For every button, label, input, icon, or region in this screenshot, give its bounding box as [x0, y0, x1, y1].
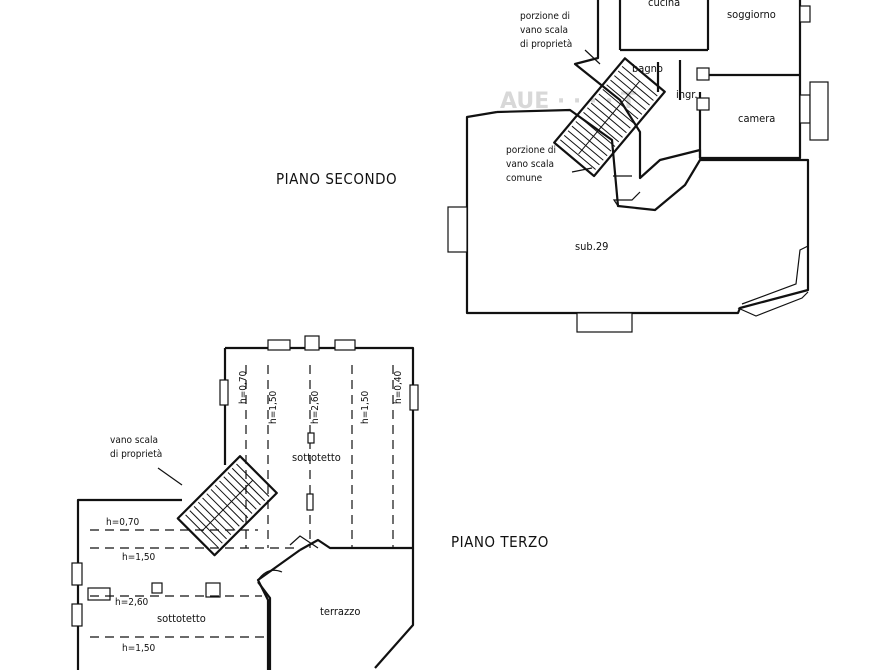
- dormer-left: [87, 587, 111, 601]
- note-stair-line1: vano scala: [110, 435, 158, 446]
- window-left-2: [71, 603, 83, 627]
- stair-tread: [610, 79, 647, 111]
- balcony-bedroom: [809, 81, 829, 141]
- note-private-stair-line2: vano scala: [520, 25, 568, 36]
- height-label-150-v2: h=1,50: [360, 390, 371, 424]
- second-floor-plan: AUE · · · · T PIANO SECONDO cuci: [276, 0, 829, 333]
- stair-tread: [567, 130, 604, 161]
- note-private-stair-line3: di proprietà: [520, 38, 572, 50]
- stair-tread: [223, 476, 257, 510]
- height-label-070-h: h=0,70: [106, 517, 140, 528]
- stair-tread: [210, 489, 244, 523]
- room-label-terrace: terrazzo: [320, 605, 360, 618]
- window-left-1: [71, 562, 83, 586]
- column-left-2: [205, 582, 221, 598]
- note-private-stair-line1: porzione di: [520, 11, 570, 22]
- stair-tread: [575, 121, 612, 152]
- stair-tread: [579, 116, 616, 147]
- stair-landing: [612, 191, 641, 207]
- stair-tread: [571, 125, 608, 157]
- height-label-070-v: h=0,70: [238, 370, 249, 404]
- second-floor-title: PIANO SECONDO: [276, 170, 397, 188]
- height-label-150-v1: h=1,50: [268, 390, 279, 424]
- window-attic-top-1: [267, 339, 291, 351]
- window-attic-top-3: [334, 339, 356, 351]
- stair-tread: [594, 98, 631, 129]
- window-bedroom-1: [799, 94, 811, 124]
- third-floor-staircase: [176, 455, 278, 557]
- window-bottom-sub29: [576, 312, 633, 333]
- stair-tread: [227, 472, 261, 506]
- bay-window-sub29: [737, 291, 809, 317]
- height-label-260-h: h=2,60: [115, 597, 149, 608]
- second-floor-staircase: [553, 57, 666, 178]
- stair-tread: [189, 510, 223, 544]
- stair-tread: [606, 84, 643, 115]
- third-floor-title: PIANO TERZO: [451, 533, 549, 551]
- note-common-stair-line3: comune: [506, 173, 543, 184]
- stair-tread: [206, 493, 240, 527]
- window-attic-top-2: [304, 335, 320, 351]
- room-label-bath: bagno: [632, 62, 663, 75]
- attic-right-outline: [225, 346, 415, 551]
- stair-tread: [236, 463, 270, 497]
- apartment-outline: [573, 0, 802, 180]
- column-entry-2: [696, 97, 710, 111]
- stair-tread: [563, 134, 600, 166]
- room-label-sub29: sub.29: [575, 240, 608, 253]
- note-stair-line2: di proprietà: [110, 448, 162, 460]
- sub29-outline: [465, 108, 810, 315]
- door-swing-attic: [257, 569, 283, 581]
- height-label-150-h2: h=1,50: [122, 643, 156, 654]
- stair-tread: [197, 501, 232, 536]
- window-attic-left: [219, 379, 229, 406]
- door-swing-terrace: [289, 535, 319, 549]
- stair-tread: [231, 467, 266, 502]
- window-attic-right: [409, 384, 419, 411]
- column-entry: [696, 67, 710, 81]
- room-label-bedroom: camera: [738, 112, 775, 125]
- column-left-1: [151, 582, 163, 594]
- stair-tread: [583, 111, 620, 143]
- stair-tread: [617, 70, 654, 101]
- note-common-stair-line1: porzione di: [506, 145, 556, 156]
- leader-stair: [157, 467, 183, 486]
- height-label-040-v: h=0,40: [393, 370, 404, 404]
- terrace-right-wall: [374, 548, 415, 669]
- stair-tread: [590, 102, 627, 134]
- note-common-stair-line2: vano scala: [506, 159, 554, 170]
- stair-tread: [219, 480, 253, 514]
- terrace-outline: [256, 549, 301, 670]
- stair-tread: [193, 506, 227, 540]
- stair-tread: [560, 139, 596, 170]
- height-label-150-h1: h=1,50: [122, 552, 156, 563]
- stair-tread: [587, 107, 623, 138]
- column-attic-1: [307, 432, 315, 444]
- stair-tread: [185, 514, 219, 548]
- room-label-kitchen: cucina: [648, 0, 680, 9]
- leader-private-stair: [584, 49, 601, 65]
- third-floor-plan: PIANO TERZO sottotetto sottotetto terraz…: [71, 335, 549, 670]
- column-attic-2: [306, 493, 314, 511]
- room-label-attic-left: sottotetto: [157, 612, 206, 625]
- stair-tread: [214, 484, 249, 519]
- stair-tread: [621, 66, 658, 97]
- room-label-living: soggiorno: [727, 8, 776, 21]
- stair-tread: [202, 497, 236, 531]
- terrace-left-wall: [257, 581, 272, 670]
- leader-common-stair: [571, 167, 593, 173]
- window-living-1: [799, 5, 811, 23]
- window-left-sub29: [447, 206, 468, 253]
- room-label-entry: ingr.: [676, 88, 698, 101]
- stair-tread: [614, 75, 650, 106]
- stair-tread: [598, 93, 635, 124]
- height-label-260-v: h=2,60: [310, 390, 321, 424]
- bay-window-inner: [741, 245, 809, 305]
- room-label-attic-right: sottotetto: [292, 451, 341, 464]
- stair-tread: [602, 88, 639, 120]
